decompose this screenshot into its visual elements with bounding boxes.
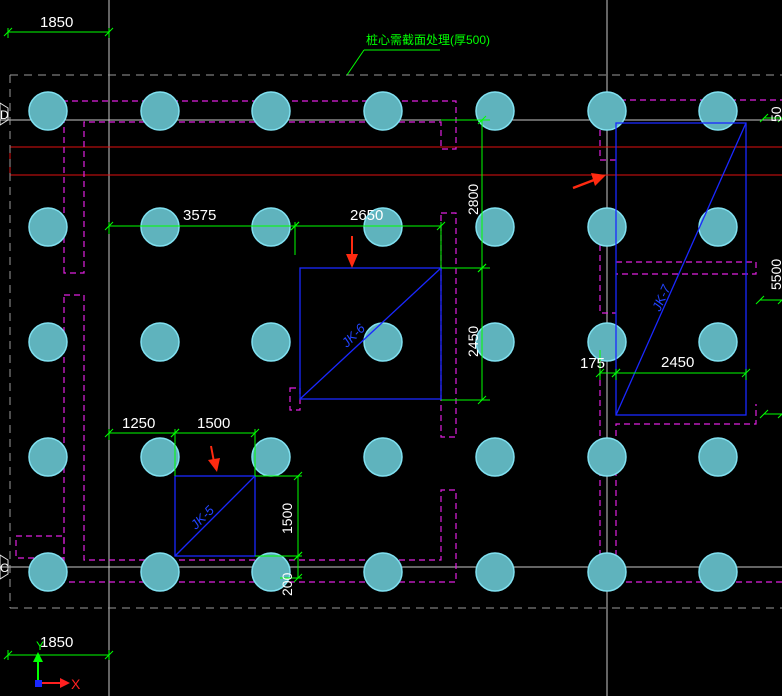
dim-1250: 1250	[122, 415, 155, 432]
pile-r4-c6	[587, 437, 627, 477]
dim-right-top: 50	[768, 106, 782, 122]
dimension-lines	[3, 27, 782, 660]
pile-r5-c6	[587, 552, 627, 592]
dimension-tick-15-1	[755, 295, 765, 305]
dimension-tick-13-1	[759, 113, 769, 123]
pile-r1-c4	[363, 91, 403, 131]
pile-r2-c7	[698, 207, 738, 247]
annotation-text: 桩心需截面处理(厚500)	[366, 32, 490, 47]
ucs-x-label: X	[71, 676, 81, 692]
dim-1500-h: 1500	[197, 415, 230, 432]
dimension-tick-15-2	[777, 299, 782, 305]
pile-r5-c5	[475, 552, 515, 592]
dim-200: 200	[279, 572, 295, 596]
ucs-y-label: Y	[36, 639, 44, 653]
dim-2450-h: 2450	[661, 354, 694, 371]
pit-jk5[interactable]	[174, 475, 256, 557]
pile-r4-c5	[475, 437, 515, 477]
dashed-outline-4	[289, 387, 301, 411]
pile-r2-c2	[140, 207, 180, 247]
dimension-tick-13-2	[777, 117, 782, 123]
pile-r1-c1	[28, 91, 68, 131]
dim-175: 175	[580, 355, 605, 372]
dimension-tick-14-2	[777, 413, 782, 419]
dim-1500-v: 1500	[279, 503, 295, 534]
pile-r3-c7	[698, 322, 738, 362]
pits	[174, 122, 747, 557]
pile-r2-c5	[475, 207, 515, 247]
pile-r1-c6	[587, 91, 627, 131]
pile-r5-c7	[698, 552, 738, 592]
dim-right-mid: 5500	[768, 259, 782, 290]
pit-label-jk7: JK-7	[649, 282, 674, 314]
dashed-outline-2	[63, 294, 457, 583]
pile-r2-c4	[363, 207, 403, 247]
pile-r1-c2	[140, 91, 180, 131]
pile-r5-c3	[251, 552, 291, 592]
red-arrows	[208, 173, 606, 472]
piles	[28, 91, 738, 592]
arrow-jk5	[208, 445, 220, 472]
dashed-outline-11	[599, 350, 757, 561]
dashed-outline-5	[15, 535, 65, 559]
pile-r5-c1	[28, 552, 68, 592]
pile-r3-c1	[28, 322, 68, 362]
pile-r5-c2	[140, 552, 180, 592]
pile-r4-c3	[251, 437, 291, 477]
pile-r5-c4	[363, 552, 403, 592]
red-lines	[9, 146, 782, 176]
annotation-leader	[346, 49, 440, 76]
dashed-outline-10	[616, 261, 757, 275]
pile-r4-c1	[28, 437, 68, 477]
dim-2650: 2650	[350, 207, 383, 224]
pile-r1-c7	[698, 91, 738, 131]
dashed-outline-3	[440, 212, 457, 438]
pile-r4-c2	[140, 437, 180, 477]
pile-r2-c1	[28, 207, 68, 247]
pile-r2-c6	[587, 207, 627, 247]
axis-label-c: C	[0, 561, 9, 575]
dim-2800: 2800	[465, 184, 481, 215]
pile-r3-c4	[363, 322, 403, 362]
pile-r2-c3	[251, 207, 291, 247]
dim-2450-v: 2450	[465, 326, 481, 357]
dashed-outline-1	[63, 100, 457, 274]
dim-top-left: 1850	[40, 14, 73, 31]
axis-bubble-c: C	[0, 554, 9, 580]
pile-r3-c2	[140, 322, 180, 362]
pile-r1-c3	[251, 91, 291, 131]
arrow-jk6	[346, 236, 358, 268]
pit-jk7[interactable]	[615, 122, 747, 416]
axis-bubble-d: D	[0, 102, 9, 126]
pile-r4-c7	[698, 437, 738, 477]
dim-bottom-left: 1850	[40, 634, 73, 651]
axis-label-d: D	[0, 108, 9, 122]
ucs-icon: X Y	[33, 639, 81, 692]
pit-jk6[interactable]	[299, 267, 442, 400]
arrow-jk7	[572, 173, 606, 190]
pile-r4-c4	[363, 437, 403, 477]
pile-r3-c5	[475, 322, 515, 362]
dimension-tick-14-1	[759, 409, 769, 419]
pile-r3-c3	[251, 322, 291, 362]
boundary-dashed	[9, 74, 782, 609]
dim-3575: 3575	[183, 207, 216, 224]
